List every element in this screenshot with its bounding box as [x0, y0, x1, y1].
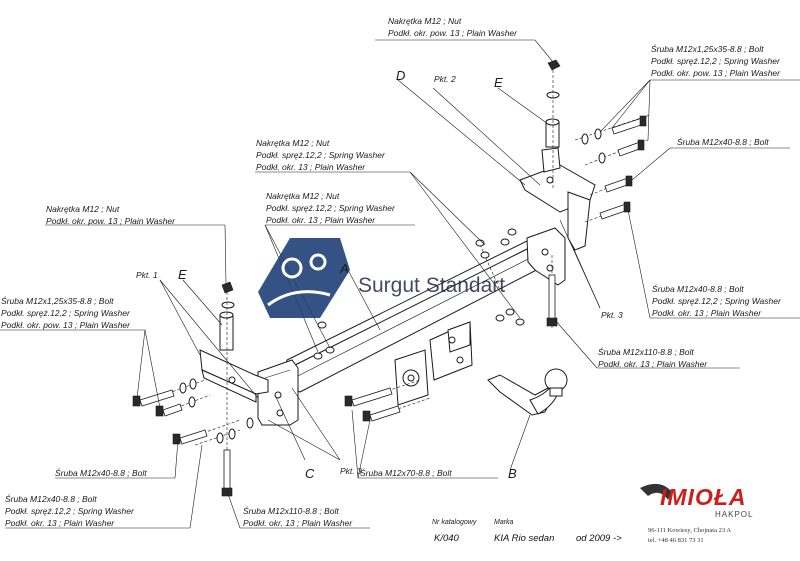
brand-name: IMIOŁA [660, 484, 747, 510]
watermark: Surgut Standart [258, 238, 505, 318]
label-nut-left-1: Nakrętka M12 ; Nut [46, 204, 120, 214]
right-end-bracket [526, 227, 566, 286]
label-bolt-tr-2: Podkł. spręż.12,2 ; Spring Washer [651, 56, 781, 66]
label-nut-mid2-1: Nakrętka M12 ; Nut [266, 191, 340, 201]
label-nut-mid2-2: Podkł. spręż.12,2 ; Spring Washer [266, 203, 396, 213]
date-value: od 2009 -> [576, 533, 622, 544]
left-bolts [132, 378, 254, 446]
letter-b: B [508, 466, 517, 481]
left-nut-stack [219, 281, 235, 470]
make-title: Marka [494, 519, 514, 526]
make-value: KIA Rio sedan [494, 533, 554, 544]
footer-info: Nr katalogowy K/040 Marka KIA Rio sedan … [432, 519, 622, 544]
top-right-bolts [574, 114, 651, 223]
socket-plate [394, 349, 429, 406]
label-bolt-l40b-2: Podkł. spręż.12,2 ; Spring Washer [5, 506, 135, 516]
label-bolt-110r-1: Śruba M12x110-8.8 ; Bolt [598, 346, 694, 357]
label-nut-top-1: Nakrętka M12 ; Nut [388, 16, 462, 26]
label-bolt-l40b-1: Śruba M12x40-8.8 ; Bolt [5, 493, 97, 504]
label-nut-mid-2: Podkł. spręż.12,2 ; Spring Washer [256, 150, 386, 160]
letter-a: A [339, 261, 349, 276]
label-bolt-r40b-3: Podkł. okr. 13 ; Plain Washer [652, 308, 762, 318]
letter-labels: A B C D E E [178, 68, 517, 481]
brand-sub: HAKPOL [715, 510, 753, 519]
brand-logo: IMIOŁA HAKPOL 96-111 Kowiesy, Chojnata 2… [640, 483, 753, 544]
top-nut-stack [545, 59, 561, 190]
label-bolt-110l-2: Podkł. okr. 13 ; Plain Washer [243, 518, 353, 528]
label-bolt-left-2: Podkł. spręż.12,2 ; Spring Washer [1, 308, 131, 318]
label-bolt-l40b-3: Podkł. okr. 13 ; Plain Washer [5, 518, 115, 528]
label-bolt-110r-2: Podkł. okr. 13 ; Plain Washer [598, 359, 708, 369]
pkt3-right-label: Pkt. 3 [601, 310, 623, 320]
label-bolt-r40b-2: Podkł. spręż.12,2 ; Spring Washer [652, 296, 782, 306]
mid-left-nuts [313, 321, 335, 360]
tow-ball-arm [487, 368, 568, 416]
label-bolt-left-3: Podkł. okr. pow. 13 ; Plain Washer [1, 320, 131, 330]
letter-c: C [305, 466, 315, 481]
brand-phone: tel. +48 46 831 73 31 [648, 537, 704, 544]
part-labels: Nakrętka M12 ; Nut Podkł. okr. pow. 13 ;… [1, 16, 782, 528]
label-bolt-left-1: Śruba M12x1,25x35-8.8 ; Bolt [1, 295, 114, 306]
label-bolt-110l-1: Śruba M12x110-8.8 ; Bolt [243, 505, 339, 516]
letter-e-right: E [494, 75, 503, 90]
watermark-text: Surgut Standart [358, 274, 505, 297]
label-nut-mid-1: Nakrętka M12 ; Nut [256, 138, 330, 148]
hitch-mount-plate [429, 321, 473, 381]
center-bolts-70 [344, 379, 431, 422]
label-nut-left-2: Podkł. okr. pow. 13 ; Plain Washer [46, 216, 176, 226]
label-nut-top-2: Podkł. okr. pow. 13 ; Plain Washer [388, 28, 518, 38]
label-bolt-r40b-1: Śruba M12x40-8.8 ; Bolt [652, 283, 744, 294]
right-side-plate [519, 147, 596, 251]
point-labels: Pkt. 1 Pkt. 2 Pkt. 3 Pkt. 3 [136, 74, 623, 476]
letter-e-left: E [178, 267, 187, 282]
label-nut-mid-3: Podkł. okr. 13 ; Plain Washer [256, 162, 366, 172]
leader-lines [0, 39, 800, 529]
right-long-bolt [546, 255, 558, 330]
pkt2-label: Pkt. 2 [434, 74, 456, 84]
pkt1-label: Pkt. 1 [136, 270, 158, 280]
pkt3-left-label: Pkt. 3 [340, 466, 362, 476]
watermark-logo-icon [258, 238, 350, 318]
left-long-bolt [221, 449, 233, 497]
left-side-plate [199, 349, 269, 403]
catalog-value: K/040 [434, 533, 460, 544]
brand-address: 96-111 Kowiesy, Chojnata 23 A [648, 527, 731, 534]
label-nut-mid2-3: Podkł. okr. 13 ; Plain Washer [266, 215, 376, 225]
label-bolt-r40: Śruba M12x40-8.8 ; Bolt [677, 136, 769, 147]
label-bolt-70: Śruba M12x70-8.8 ; Bolt [360, 467, 452, 478]
catalog-title: Nr katalogowy [432, 519, 477, 526]
hitch-logo-icon [640, 483, 672, 500]
label-bolt-tr-3: Podkł. okr. pow. 13 ; Plain Washer [651, 68, 781, 78]
label-bolt-tr-1: Śruba M12x1,25x35-8.8 ; Bolt [651, 43, 764, 54]
label-bolt-l40: Śruba M12x40-8.8 ; Bolt [55, 467, 147, 478]
letter-d: D [396, 68, 405, 83]
center-nut-stack [475, 228, 525, 326]
